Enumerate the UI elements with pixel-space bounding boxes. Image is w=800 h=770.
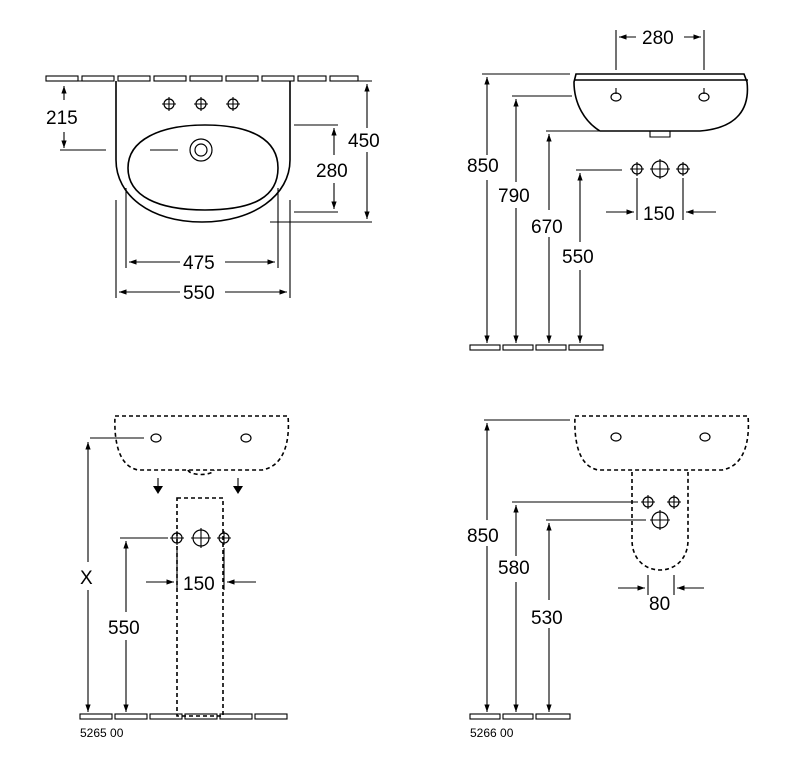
supply-fitting-icon [630,159,690,179]
article-number: 5265 00 [80,726,124,740]
supply-fitting-icon [641,495,681,530]
dim-850-semipedestal: 850 [467,526,499,547]
wall-line [45,75,359,82]
bowl-outline [127,124,279,211]
article-number: 5266 00 [470,726,514,740]
dim-580: 580 [498,558,530,579]
dim-550-side: 550 [562,247,594,268]
dim-550: 550 [183,283,215,304]
supply-fitting-icon [170,528,231,548]
basin-dashed-outline [114,415,290,471]
dim-450: 450 [348,131,380,152]
pedestal-view: X 550 150 5265 00 [79,415,290,740]
dim-670: 670 [531,217,563,238]
dim-x: X [80,568,93,589]
dim-550-pedestal: 550 [108,618,140,639]
semipedestal-dashed-outline [631,472,689,571]
waste-outlet-icon [150,138,213,162]
dim-790: 790 [498,186,530,207]
dim-280-bowl: 280 [316,161,348,182]
dim-530: 530 [531,608,563,629]
pedestal-dashed-outline [176,497,224,717]
floor-line [469,713,571,720]
basin-side-outline [573,73,749,132]
basin-outline [115,81,291,223]
dim-215: 215 [46,108,78,129]
basin-dashed-outline [574,415,750,471]
dim-150-pedestal: 150 [183,574,215,595]
floor-line [469,344,604,351]
top-view: 215 450 280 475 550 [45,75,380,304]
dim-80: 80 [649,594,670,615]
semipedestal-view: 850 580 530 80 5266 00 [467,415,750,740]
side-view: 280 850 790 670 550 150 [467,28,749,351]
dim-475: 475 [183,253,215,274]
dim-150-side: 150 [643,204,675,225]
tap-hole-icon [162,97,240,111]
dim-850-side: 850 [467,156,499,177]
arrow-down-icon [153,478,243,494]
floor-line [79,713,288,720]
dim-280-taps: 280 [642,28,674,49]
